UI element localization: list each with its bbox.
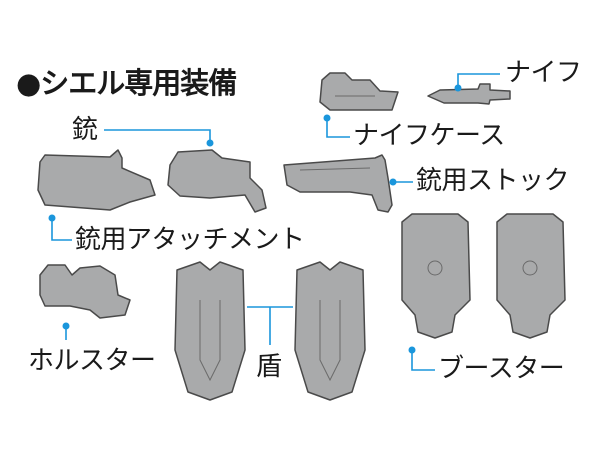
shield-left-part [174, 261, 246, 401]
label-knife-case: ナイフケース [353, 121, 505, 151]
holster-part [39, 264, 131, 319]
gun-stock-part [283, 154, 393, 213]
booster-left-part [401, 213, 471, 339]
page-title: ●シエル専用装備 [16, 66, 237, 100]
label-gun: 銃 [72, 115, 98, 145]
label-shield: 盾 [256, 352, 282, 382]
label-holster: ホルスター [28, 346, 156, 376]
knife-part [427, 83, 511, 105]
label-gun-attachment: 銃用アタッチメント [75, 225, 305, 255]
label-booster: ブースター [438, 354, 565, 384]
shield-right-part [294, 261, 366, 401]
leader-lines [51, 73, 500, 371]
booster-right-part [496, 213, 566, 339]
label-gun-stock: 銃用ストック [416, 166, 570, 196]
gun-part [167, 149, 267, 213]
label-knife: ナイフ [505, 58, 582, 88]
knife-case-part [319, 72, 399, 111]
gun-attachment-part [37, 149, 156, 211]
